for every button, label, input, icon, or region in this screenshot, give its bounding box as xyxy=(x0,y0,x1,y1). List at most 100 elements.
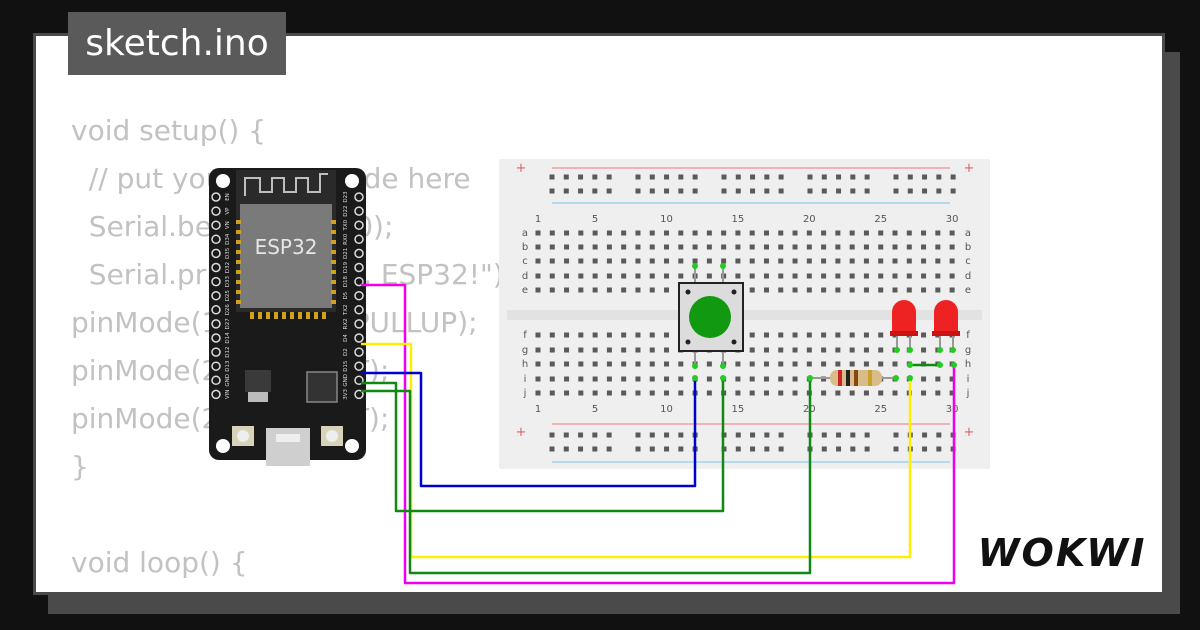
breadboard-hole[interactable] xyxy=(806,287,812,293)
rail-hole[interactable] xyxy=(649,432,655,438)
breadboard-hole[interactable] xyxy=(678,390,684,396)
breadboard-hole[interactable] xyxy=(549,390,555,396)
esp32-pin-left[interactable] xyxy=(211,305,221,315)
rail-hole[interactable] xyxy=(635,188,641,194)
breadboard-hole[interactable] xyxy=(921,244,927,250)
breadboard-hole[interactable] xyxy=(906,258,912,264)
esp32-pin-left[interactable] xyxy=(211,290,221,301)
rail-hole[interactable] xyxy=(821,446,827,452)
breadboard-hole[interactable] xyxy=(621,390,627,396)
rail-hole[interactable] xyxy=(893,432,899,438)
rail-hole[interactable] xyxy=(635,174,641,180)
breadboard-hole[interactable] xyxy=(949,258,955,264)
breadboard-hole[interactable] xyxy=(778,244,784,250)
breadboard-hole[interactable] xyxy=(635,258,641,264)
rail-hole[interactable] xyxy=(549,446,555,452)
breadboard-hole[interactable] xyxy=(535,244,541,250)
breadboard-hole[interactable] xyxy=(835,244,841,250)
breadboard-hole[interactable] xyxy=(692,258,698,264)
breadboard-hole[interactable] xyxy=(706,230,712,236)
rail-hole[interactable] xyxy=(836,446,842,452)
breadboard-hole[interactable] xyxy=(792,273,798,279)
rail-hole[interactable] xyxy=(606,174,612,180)
breadboard-hole[interactable] xyxy=(949,244,955,250)
breadboard-hole[interactable] xyxy=(749,273,755,279)
breadboard-hole[interactable] xyxy=(606,376,612,382)
esp32-pin-right[interactable] xyxy=(354,262,364,273)
esp32-pin-left[interactable] xyxy=(211,206,221,216)
breadboard-hole[interactable] xyxy=(735,390,741,396)
breadboard-hole[interactable] xyxy=(878,361,884,367)
breadboard-hole[interactable] xyxy=(863,273,869,279)
breadboard-hole[interactable] xyxy=(792,361,798,367)
rail-hole[interactable] xyxy=(850,188,856,194)
breadboard-hole[interactable] xyxy=(921,273,927,279)
breadboard-hole[interactable] xyxy=(649,390,655,396)
rail-hole[interactable] xyxy=(735,174,741,180)
rail-hole[interactable] xyxy=(778,446,784,452)
breadboard-hole[interactable] xyxy=(649,273,655,279)
rail-hole[interactable] xyxy=(649,174,655,180)
breadboard-hole[interactable] xyxy=(792,258,798,264)
rail-hole[interactable] xyxy=(563,432,569,438)
breadboard-hole[interactable] xyxy=(535,230,541,236)
breadboard-hole[interactable] xyxy=(749,361,755,367)
breadboard-hole[interactable] xyxy=(578,390,584,396)
rail-hole[interactable] xyxy=(592,174,598,180)
breadboard-hole[interactable] xyxy=(778,287,784,293)
rail-hole[interactable] xyxy=(936,432,942,438)
rail-hole[interactable] xyxy=(821,432,827,438)
rail-hole[interactable] xyxy=(664,446,670,452)
breadboard-hole[interactable] xyxy=(763,332,769,338)
breadboard-hole[interactable] xyxy=(949,376,955,382)
rail-hole[interactable] xyxy=(821,188,827,194)
esp32-pin-right[interactable] xyxy=(354,347,364,357)
rail-hole[interactable] xyxy=(606,432,612,438)
breadboard-hole[interactable] xyxy=(592,287,598,293)
breadboard-hole[interactable] xyxy=(821,230,827,236)
esp32-pin-right[interactable] xyxy=(354,319,364,329)
breadboard-hole[interactable] xyxy=(635,230,641,236)
rail-hole[interactable] xyxy=(578,432,584,438)
breadboard-hole[interactable] xyxy=(935,230,941,236)
esp32-pin-left[interactable] xyxy=(211,220,221,230)
file-tab[interactable]: sketch.ino xyxy=(68,12,286,75)
wire-magenta[interactable] xyxy=(361,283,956,585)
breadboard-hole[interactable] xyxy=(763,244,769,250)
breadboard-hole[interactable] xyxy=(849,287,855,293)
breadboard-hole[interactable] xyxy=(578,347,584,353)
breadboard-hole[interactable] xyxy=(564,390,570,396)
breadboard-hole[interactable] xyxy=(821,273,827,279)
breadboard-hole[interactable] xyxy=(564,361,570,367)
breadboard-hole[interactable] xyxy=(649,332,655,338)
breadboard-hole[interactable] xyxy=(535,287,541,293)
wire-green-resistor[interactable] xyxy=(361,378,812,575)
esp32-pin-left[interactable] xyxy=(211,192,221,202)
breadboard-hole[interactable] xyxy=(649,361,655,367)
breadboard-hole[interactable] xyxy=(878,230,884,236)
breadboard-hole[interactable] xyxy=(721,244,727,250)
breadboard-hole[interactable] xyxy=(778,273,784,279)
breadboard-hole[interactable] xyxy=(664,347,670,353)
rail-hole[interactable] xyxy=(678,446,684,452)
rail-hole[interactable] xyxy=(950,188,956,194)
breadboard-hole[interactable] xyxy=(535,258,541,264)
rail-hole[interactable] xyxy=(893,446,899,452)
breadboard-hole[interactable] xyxy=(863,287,869,293)
breadboard-hole[interactable] xyxy=(878,332,884,338)
rail-hole[interactable] xyxy=(836,188,842,194)
breadboard-hole[interactable] xyxy=(749,376,755,382)
breadboard-hole[interactable] xyxy=(935,258,941,264)
breadboard-hole[interactable] xyxy=(635,390,641,396)
breadboard-hole[interactable] xyxy=(849,258,855,264)
breadboard-hole[interactable] xyxy=(649,230,655,236)
rail-hole[interactable] xyxy=(936,174,942,180)
rail-hole[interactable] xyxy=(778,174,784,180)
breadboard-hole[interactable] xyxy=(549,332,555,338)
breadboard-hole[interactable] xyxy=(564,332,570,338)
rail-hole[interactable] xyxy=(735,432,741,438)
breadboard-hole[interactable] xyxy=(621,347,627,353)
breadboard-hole[interactable] xyxy=(706,390,712,396)
breadboard-hole[interactable] xyxy=(606,390,612,396)
esp32-pin-left[interactable] xyxy=(211,234,221,245)
